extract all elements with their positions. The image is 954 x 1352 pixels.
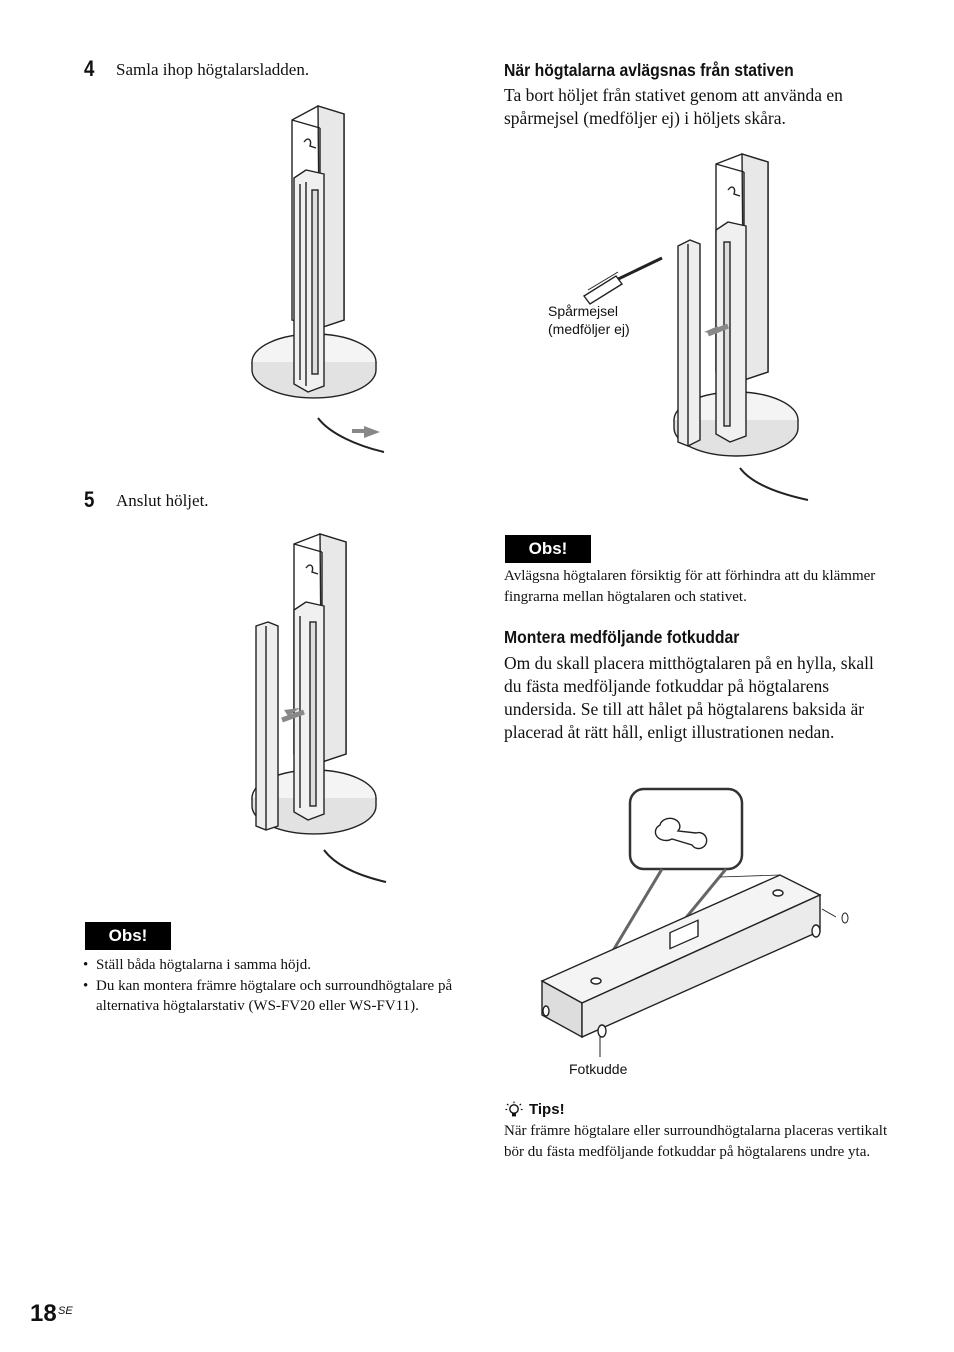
attach-cover-illustration	[251, 533, 387, 883]
pads-section-text: Om du skall placera mitthögtalaren på en…	[504, 653, 874, 742]
step-5-number: 5	[84, 487, 95, 512]
tips-text: När främre högtalare eller surroundhögta…	[504, 1123, 888, 1160]
step-5-text: Anslut höljet.	[116, 491, 209, 510]
right-note-text: Avlägsna högtalaren försiktig för att fö…	[504, 568, 876, 605]
removal-section-text: Ta bort höljet från stativet genom att a…	[504, 85, 843, 128]
screwdriver-callout-line1: Spårmejsel	[548, 303, 619, 319]
page-number: 18	[30, 1300, 57, 1327]
speaker-stand-cable-illustration	[251, 105, 385, 453]
removal-section-title: När högtalarna avlägsnas från stativen	[504, 60, 794, 80]
screwdriver-callout-line2: (medföljer ej)	[548, 321, 630, 337]
note-item-2: Du kan montera främre högtalare och surr…	[83, 976, 463, 1017]
center-speaker-footpad-illustration	[540, 787, 849, 1057]
remove-cover-illustration	[582, 153, 809, 501]
lightbulb-icon	[505, 1101, 523, 1117]
right-note-badge: Obs!	[505, 535, 591, 563]
pads-section-title: Montera medföljande fotkuddar	[504, 627, 740, 647]
step-4-text: Samla ihop högtalarsladden.	[116, 60, 310, 79]
tips-label: Tips!	[529, 1101, 565, 1118]
left-note-badge: Obs!	[85, 922, 171, 950]
page-number-suffix: SE	[58, 1305, 73, 1317]
note-item-1: Ställ båda högtalarna i samma höjd.	[83, 955, 463, 976]
left-note-list: Ställ båda högtalarna i samma höjd. Du k…	[83, 955, 463, 1017]
step-4-number: 4	[84, 56, 95, 81]
footpad-callout: Fotkudde	[569, 1061, 628, 1077]
